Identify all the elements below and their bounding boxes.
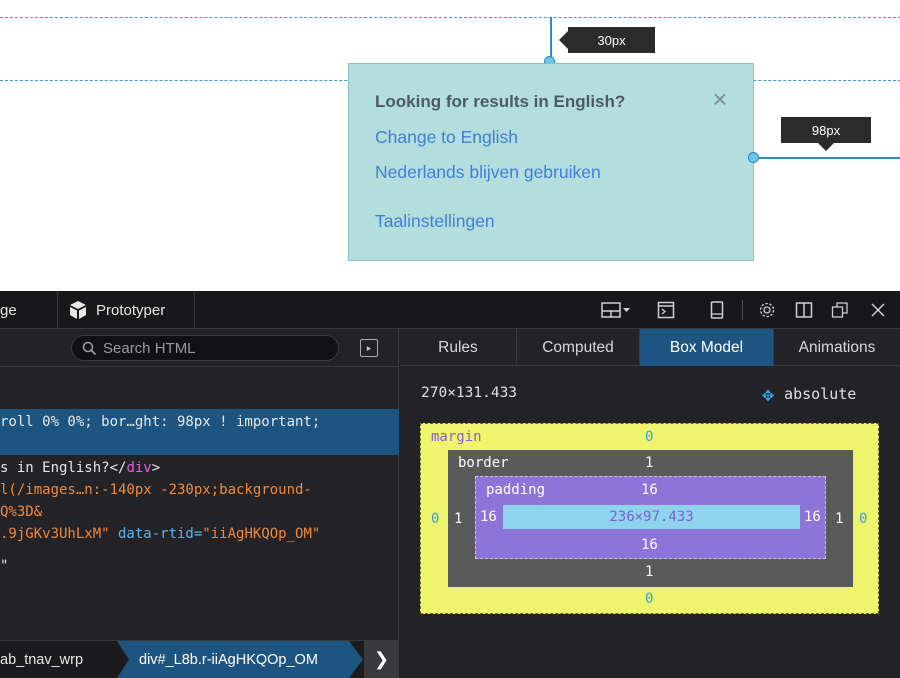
html-inspector-pane: Search HTML ▸ roll 0% 0%; bor…ght: 98px … [0, 329, 399, 678]
close-icon[interactable]: × [712, 84, 728, 114]
tab-rules[interactable]: Rules [400, 329, 517, 366]
responsive-icon[interactable] [706, 300, 728, 320]
box-model-border: border 1 1 1 1 padding 16 16 16 16 236×9… [448, 450, 853, 587]
tab-animations[interactable]: Animations [798, 338, 876, 356]
margin-right-value[interactable]: 0 [859, 511, 868, 527]
language-settings-link[interactable]: Taalinstellingen [375, 211, 495, 231]
code-token: s in English?</ [0, 460, 127, 476]
measure-dot-right [748, 152, 759, 163]
toolbar-divider [742, 300, 743, 320]
code-token: .9jGKv3UhLxM" [0, 526, 110, 542]
margin-label: margin [431, 429, 482, 445]
margin-bottom-value[interactable]: 0 [645, 591, 654, 607]
html-search-bar: Search HTML ▸ [0, 329, 399, 367]
border-right-value[interactable]: 1 [835, 511, 844, 527]
side-tabs: Rules Computed Box Model Animations [400, 329, 900, 366]
search-input[interactable]: Search HTML [71, 335, 339, 361]
content-size-value[interactable]: 236×97.433 [609, 509, 694, 525]
layout-icon[interactable] [600, 300, 632, 320]
right-offset-tag: 98px [781, 117, 871, 151]
code-token: Q%3D& [0, 504, 43, 520]
move-icon[interactable]: ✥ [762, 382, 775, 406]
border-label: border [458, 455, 509, 471]
vertical-measure-line [550, 17, 552, 61]
prototyper-icon [70, 301, 86, 319]
tab-page-label: ge [0, 301, 17, 319]
padding-right-value[interactable]: 16 [804, 509, 821, 525]
border-left-value[interactable]: 1 [454, 511, 463, 527]
code-token: div [126, 460, 152, 476]
breadcrumb-item-active[interactable]: div#_L8b.r-iiAgHKQOp_OM [117, 641, 363, 678]
code-token: " [0, 558, 9, 574]
border-bottom-value[interactable]: 1 [645, 564, 654, 580]
top-offset-tag: 30px [559, 27, 655, 53]
box-model-margin: margin 0 0 0 0 border 1 1 1 1 padding 16… [420, 423, 879, 614]
box-model-content[interactable]: 236×97.433 [503, 505, 800, 529]
html-tree-line[interactable]: Q%3D& [0, 501, 42, 523]
padding-label: padding [486, 482, 546, 498]
dock-side-icon[interactable] [793, 300, 815, 320]
element-dimensions: 270×131.433 [421, 385, 518, 401]
search-icon [82, 341, 97, 355]
devtools-toolbar: ge Prototyper [0, 291, 900, 329]
tab-page[interactable]: ge [0, 291, 58, 329]
horizontal-measure-line [758, 157, 900, 159]
settings-icon[interactable] [756, 300, 778, 320]
position-value: absolute [784, 385, 857, 403]
html-tree-line[interactable]: " [0, 555, 8, 577]
html-tree-line[interactable]: roll 0% 0%; bor…ght: 98px ! important; [0, 411, 320, 433]
box-model-padding: padding 16 16 16 16 236×97.433 [475, 476, 826, 559]
undock-icon[interactable] [829, 300, 851, 320]
border-top-value[interactable]: 1 [645, 455, 654, 471]
tab-prototyper[interactable]: Prototyper [58, 291, 195, 329]
html-tree-line[interactable]: .9jGKv3UhLxM" data-rtid="iiAgHKQOp_OM" [0, 523, 320, 545]
html-tree-line[interactable]: l(/images…n:-140px -230px;background- [0, 479, 312, 501]
tab-box-model[interactable]: Box Model [640, 329, 774, 366]
search-placeholder: Search HTML [103, 339, 196, 357]
popup-title: Looking for results in English? [375, 92, 626, 111]
padding-left-value[interactable]: 16 [480, 509, 497, 525]
margin-top-value[interactable]: 0 [645, 429, 654, 445]
chevron-right-icon[interactable]: ❯ [364, 641, 399, 678]
breadcrumb-item[interactable]: ab_tnav_wrp [0, 651, 84, 668]
keep-dutch-link[interactable]: Nederlands blijven gebruiken [375, 162, 601, 182]
devtools-panel: ge Prototyper [0, 291, 900, 678]
code-token: > [151, 460, 161, 476]
breadcrumb: ab_tnav_wrp div#_L8b.r-iiAgHKQOp_OM ❯ [0, 640, 399, 678]
side-pane: Rules Computed Box Model Animations 270×… [400, 329, 900, 678]
code-token: data-rtid= [109, 526, 203, 542]
split-console-icon[interactable] [655, 300, 677, 320]
code-token: "iiAgHKQOp_OM" [202, 526, 321, 542]
code-token: roll 0% 0%; bor…ght: 98px ! important; [0, 414, 321, 430]
code-token: l(/images…n:-140px -230px;background- [0, 482, 312, 498]
tab-computed[interactable]: Computed [517, 329, 640, 366]
tab-prototyper-label: Prototyper [96, 301, 166, 319]
padding-top-value[interactable]: 16 [641, 482, 658, 498]
margin-left-value[interactable]: 0 [431, 511, 440, 527]
close-icon[interactable] [867, 300, 889, 320]
position-indicator: ✥ absolute [762, 384, 856, 404]
change-to-english-link[interactable]: Change to English [375, 127, 519, 147]
html-tree-line[interactable]: s in English?</div> [0, 457, 160, 479]
selected-node-row[interactable] [0, 409, 399, 455]
padding-bottom-value[interactable]: 16 [641, 537, 658, 553]
page-preview: 30px Looking for results in English? × C… [0, 0, 900, 291]
toggle-side-pane-icon[interactable]: ▸ [360, 339, 378, 357]
language-popup: Looking for results in English? × Change… [348, 63, 754, 261]
